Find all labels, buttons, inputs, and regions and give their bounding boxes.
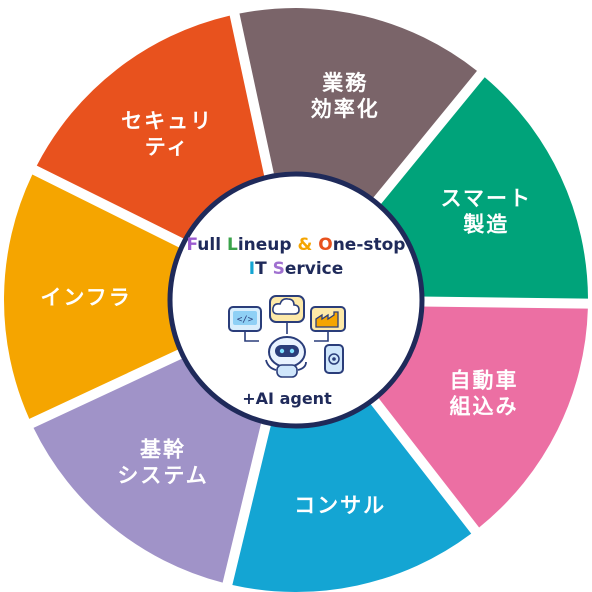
segment-label-embedded-2: 組込み: [450, 394, 519, 418]
center-title-line2: IT Service: [249, 259, 344, 279]
ai-agent-label: +AI agent: [242, 389, 332, 408]
svg-text:</>: </>: [237, 315, 254, 325]
factory-icon: [310, 306, 346, 332]
segment-label-security-2: ティ: [145, 135, 190, 159]
robot-icon: [265, 336, 307, 378]
center-title-line1: Full Lineup & One-stop: [187, 235, 406, 255]
segment-label-core-systems-2: システム: [117, 464, 208, 488]
segment-consulting: [232, 400, 472, 592]
segment-label-security-1: セキュリ: [121, 109, 213, 133]
segment-label-embedded-1: 自動車: [450, 368, 519, 392]
segment-infra: [3, 174, 183, 419]
segment-smart-mfg: [378, 77, 588, 299]
cloud-icon: [269, 295, 305, 323]
segment-label-core-systems-1: 基幹: [140, 438, 186, 462]
title-run: ull: [197, 235, 227, 255]
segment-efficiency: [239, 8, 477, 201]
title-run: L: [227, 235, 238, 255]
title-run: T: [255, 259, 273, 279]
segment-label-smart-mfg-1: スマート: [441, 186, 532, 210]
title-run: I: [249, 259, 255, 279]
title-run: O: [318, 235, 332, 255]
segment-label-smart-mfg-2: 製造: [462, 212, 509, 236]
title-run: ervice: [285, 259, 343, 279]
segment-embedded: [375, 306, 588, 528]
code-window-icon: </>: [228, 306, 262, 332]
phone-icon: [324, 344, 344, 374]
segments-layer: [3, 8, 588, 592]
title-run: ineup: [238, 235, 298, 255]
title-run: S: [273, 259, 285, 279]
title-run: &: [297, 235, 312, 255]
ai-agent-illustration: </>: [228, 295, 346, 378]
title-run: ne-stop: [333, 235, 406, 255]
title-run: F: [187, 235, 198, 255]
segment-core-systems: [33, 356, 263, 583]
segment-label-consulting-1: コンサル: [294, 493, 386, 517]
segment-security: [36, 15, 266, 241]
segment-label-infra-1: インフラ: [40, 285, 131, 309]
segment-label-efficiency-2: 効率化: [311, 97, 380, 121]
segment-label-efficiency-1: 業務: [322, 71, 368, 95]
